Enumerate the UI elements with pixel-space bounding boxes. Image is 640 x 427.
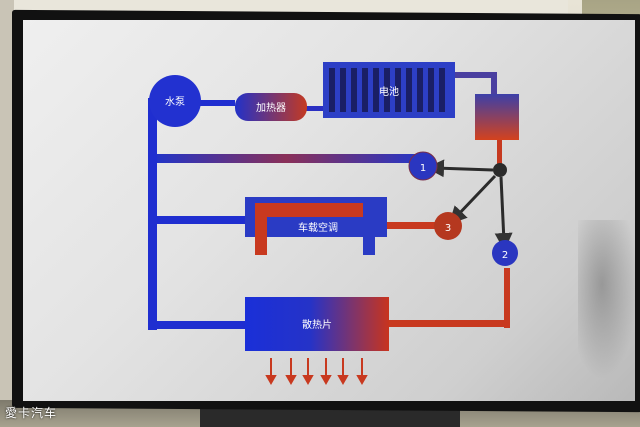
pipe-valve3 — [386, 222, 436, 229]
pipe-valve1 — [157, 154, 415, 163]
heat-exchanger — [475, 94, 519, 140]
room-wall-left — [0, 0, 14, 427]
heat-out-arrows — [265, 358, 368, 386]
valve-3 — [434, 212, 462, 240]
pipe-heater-battery — [305, 106, 325, 111]
radiator-label: 散热片 — [302, 318, 332, 331]
watermark: 愛卡汽车 — [5, 406, 58, 420]
pipe-pump-heater — [173, 100, 235, 106]
pump-label: 水泵 — [165, 96, 185, 108]
svg-text:1: 1 — [420, 163, 426, 174]
junction-node — [493, 163, 507, 177]
pipe-valve2-radiator — [389, 320, 510, 327]
heater-node — [235, 93, 307, 121]
svg-text:3: 3 — [445, 223, 451, 234]
pipe-top — [453, 72, 497, 78]
valve-2 — [492, 240, 518, 266]
thermal-diagram: 水泵 加热器 电池 1 3 2 车载空调 散热片 — [148, 62, 519, 386]
battery-label: 电池 — [379, 85, 399, 98]
heater-label: 加热器 — [256, 101, 286, 114]
pump-node — [149, 75, 201, 127]
left-pipe — [148, 98, 157, 330]
cabin-ac-label: 车载空调 — [298, 221, 338, 234]
valve-1 — [408, 151, 438, 181]
screen-reflection — [578, 220, 635, 380]
radiator-node — [245, 297, 389, 351]
battery-cells — [329, 68, 445, 112]
svg-text:2: 2 — [502, 250, 508, 261]
